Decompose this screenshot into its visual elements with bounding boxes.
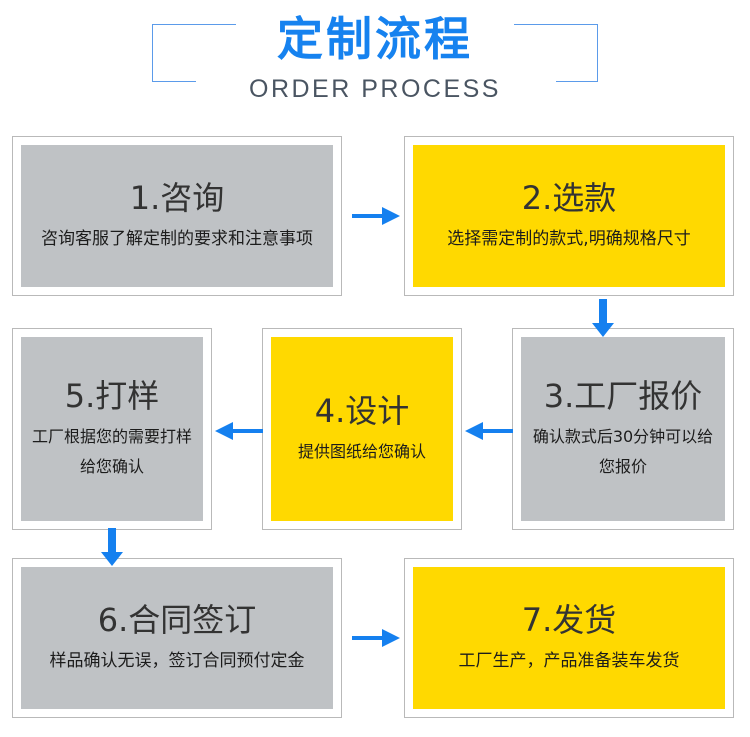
process-step-card-2[interactable]: 2.选款 选择需定制的款式,明确规格尺寸	[404, 136, 734, 296]
card-2-description: 选择需定制的款式,明确规格尺寸	[447, 229, 691, 249]
arrow-1-to-2-right-icon	[352, 202, 402, 230]
card-6-title: 6.合同签订	[97, 601, 257, 639]
header-frame-mask-bottom	[196, 70, 556, 96]
card-6-description: 样品确认无误，签订合同预付定金	[49, 651, 305, 671]
card-7-inner: 7.发货 工厂生产，产品准备装车发货	[413, 567, 725, 709]
process-step-card-5[interactable]: 5.打样 工厂根据您的需要打样给您确认	[12, 328, 212, 530]
card-5-description: 工厂根据您的需要打样给您确认	[31, 427, 192, 476]
process-flow-diagram: 1.咨询 咨询客服了解定制的要求和注意事项 2.选款 选择需定制的款式,明确规格…	[0, 122, 750, 737]
card-1-description: 咨询客服了解定制的要求和注意事项	[41, 229, 313, 249]
page-subtitle: ORDER PROCESS	[249, 75, 501, 103]
arrow-2-to-3-down-icon	[589, 299, 617, 339]
process-step-card-6[interactable]: 6.合同签订 样品确认无误，签订合同预付定金	[12, 558, 342, 718]
page-title: 定制流程	[277, 12, 473, 66]
card-4-inner: 4.设计 提供图纸给您确认	[271, 337, 453, 521]
card-7-title: 7.发货	[521, 601, 617, 639]
card-4-description: 提供图纸给您确认	[297, 442, 426, 461]
card-3-title: 3.工厂报价	[543, 377, 703, 415]
header-frame-mask-top	[236, 16, 514, 38]
process-step-card-1[interactable]: 1.咨询 咨询客服了解定制的要求和注意事项	[12, 136, 342, 296]
card-4-title: 4.设计	[314, 392, 410, 430]
arrow-5-to-6-down-icon	[98, 528, 126, 568]
card-6-inner: 6.合同签订 样品确认无误，签订合同预付定金	[21, 567, 333, 709]
arrow-3-to-4-left-icon	[465, 417, 513, 445]
card-3-description: 确认款式后30分钟可以给您报价	[532, 427, 714, 476]
process-step-card-4[interactable]: 4.设计 提供图纸给您确认	[262, 328, 462, 530]
process-step-card-3[interactable]: 3.工厂报价 确认款式后30分钟可以给您报价	[512, 328, 734, 530]
card-5-title: 5.打样	[64, 377, 160, 415]
page-header: 定制流程 ORDER PROCESS	[0, 0, 750, 122]
card-1-inner: 1.咨询 咨询客服了解定制的要求和注意事项	[21, 145, 333, 287]
arrow-4-to-5-left-icon	[215, 417, 263, 445]
card-3-inner: 3.工厂报价 确认款式后30分钟可以给您报价	[521, 337, 725, 521]
card-2-title: 2.选款	[521, 179, 617, 217]
card-2-inner: 2.选款 选择需定制的款式,明确规格尺寸	[413, 145, 725, 287]
card-7-description: 工厂生产，产品准备装车发货	[458, 651, 680, 671]
card-1-title: 1.咨询	[129, 179, 225, 217]
arrow-6-to-7-right-icon	[352, 624, 402, 652]
process-step-card-7[interactable]: 7.发货 工厂生产，产品准备装车发货	[404, 558, 734, 718]
card-5-inner: 5.打样 工厂根据您的需要打样给您确认	[21, 337, 203, 521]
